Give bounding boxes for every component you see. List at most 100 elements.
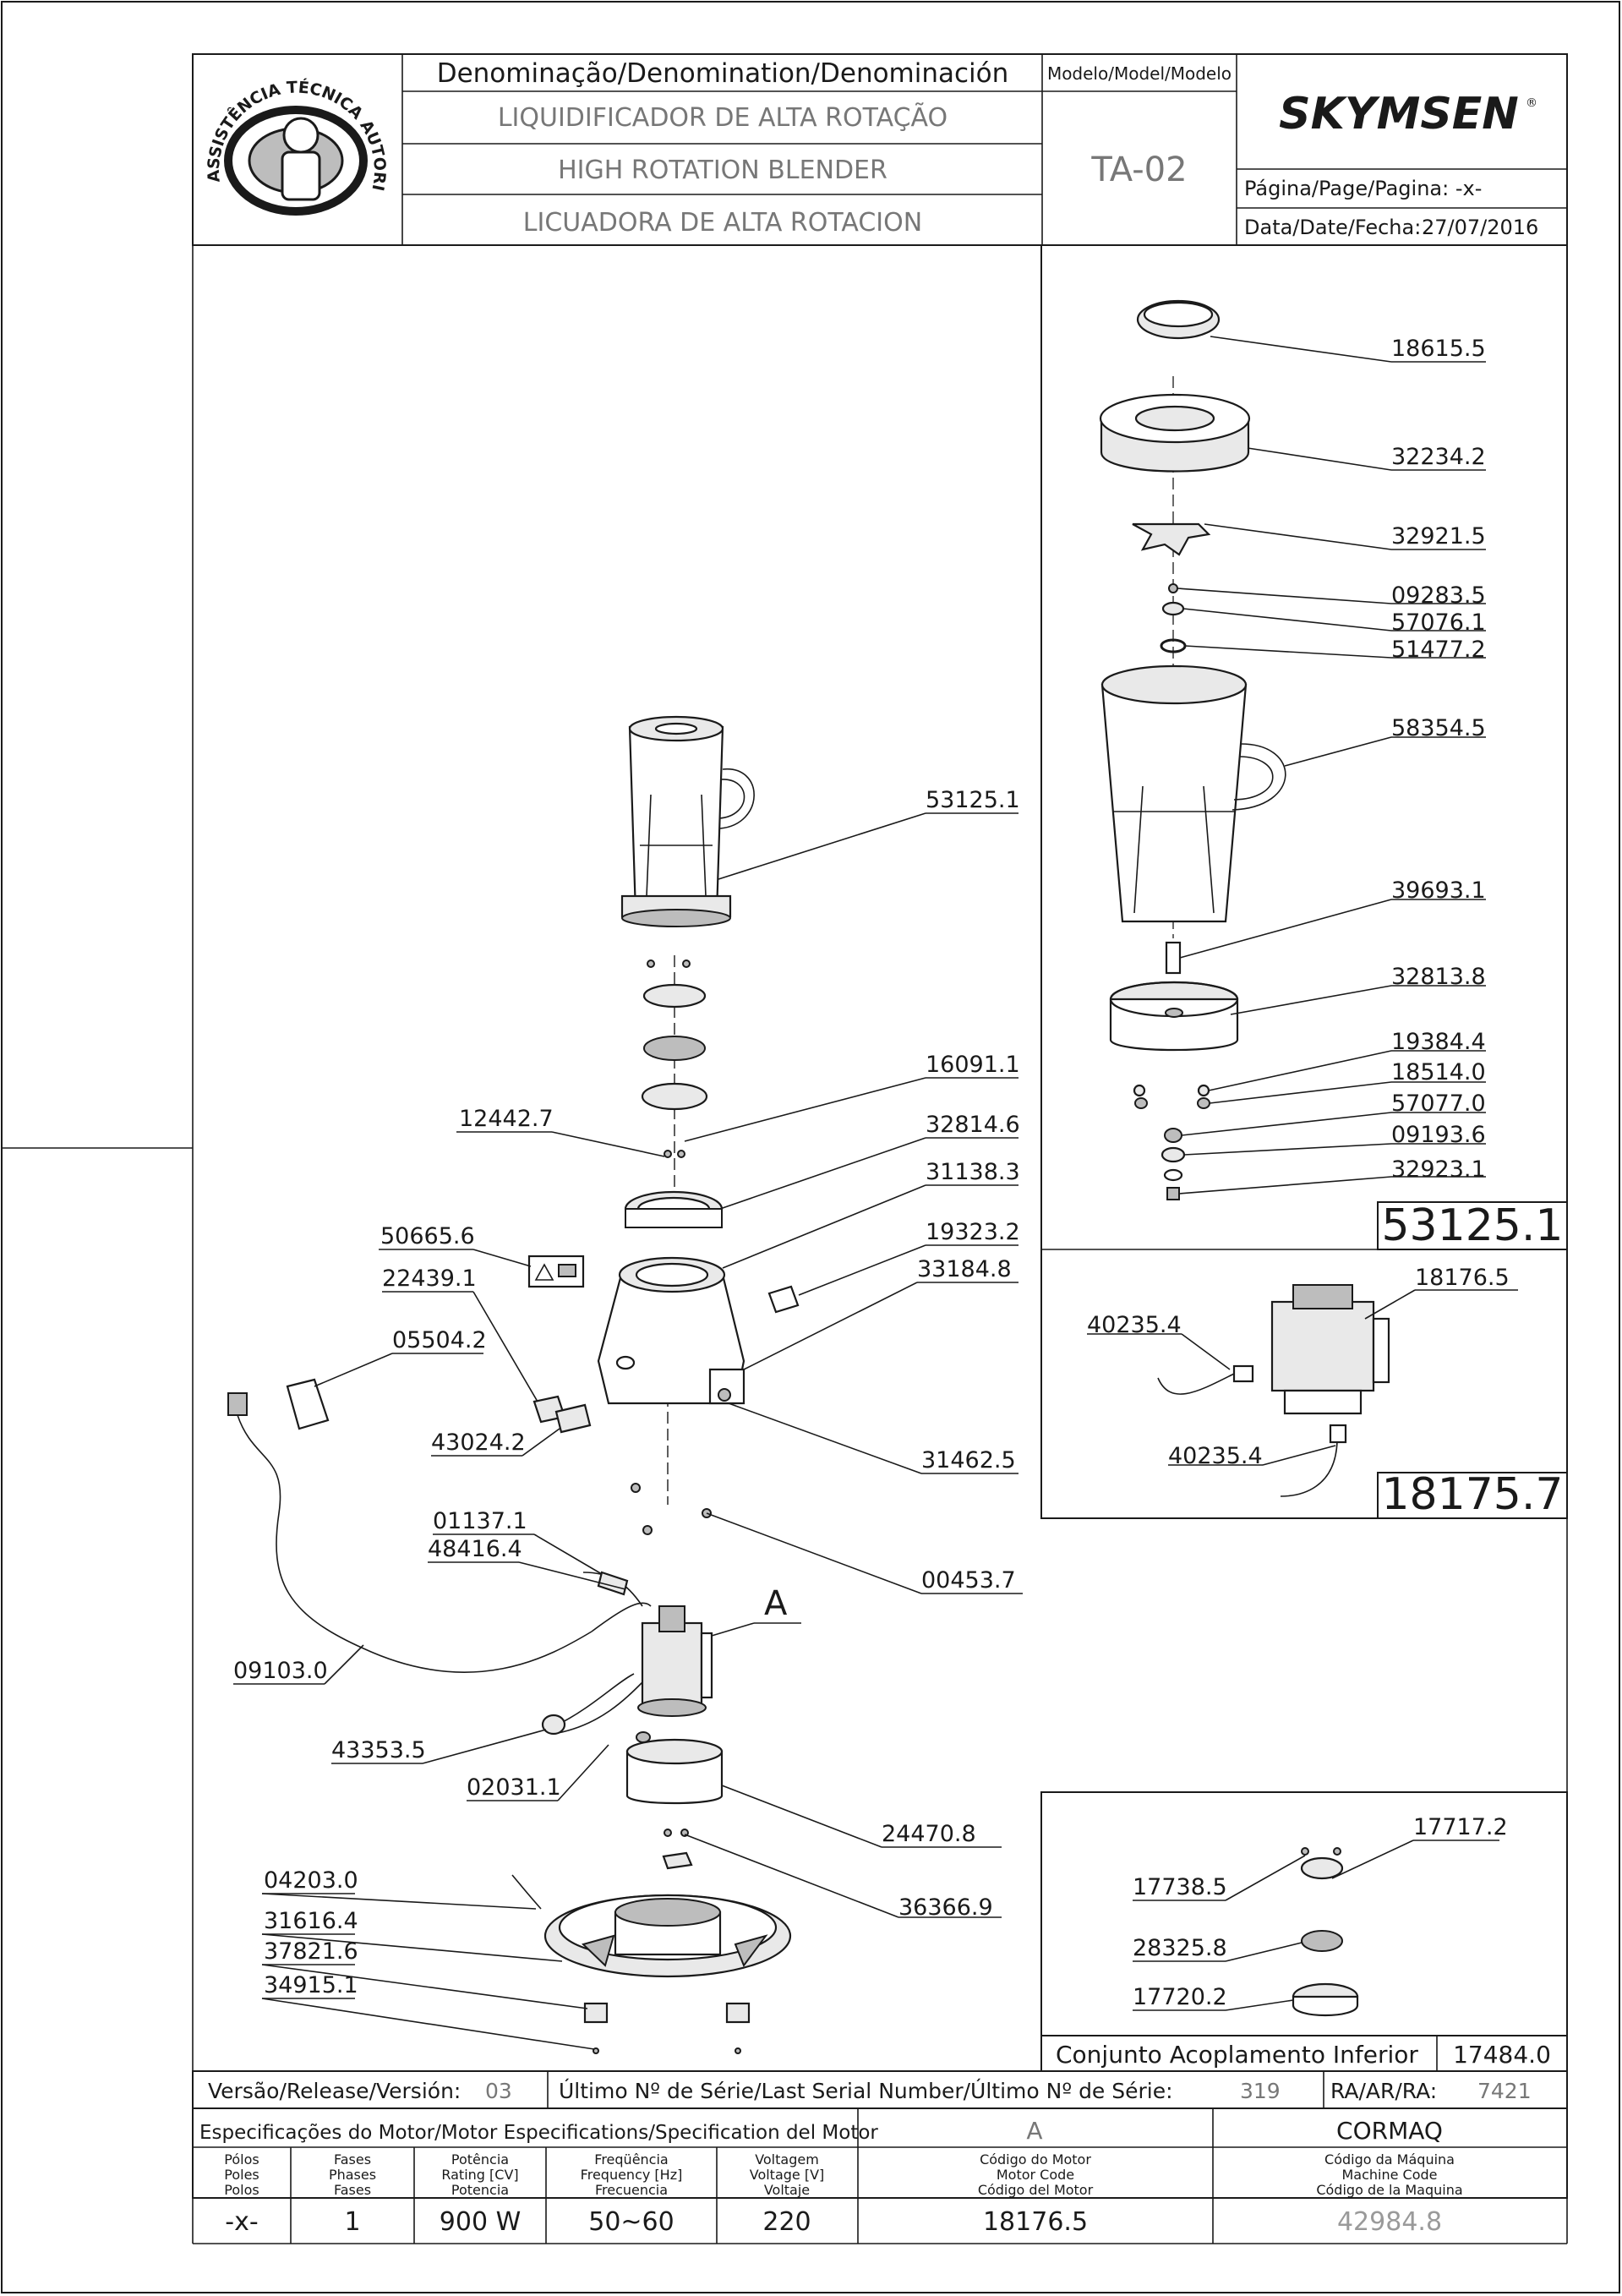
manufacturer: CORMAQ [1336,2117,1443,2145]
callout-36366-9: 36366.9 [898,1894,993,1921]
spec-value: 900 W [440,2207,521,2237]
spec-header-line: Potência [451,2151,509,2168]
coupling-callout-1: 17717.2 [1413,1814,1508,1840]
coupling-callout-4: 17720.2 [1133,1984,1227,2010]
callout-34915-1: 34915.1 [264,1972,358,1998]
jar-callout-4: 09283.5 [1391,582,1486,609]
coupling-code: 17484.0 [1453,2041,1551,2069]
page-label: Página/Page/Pagina: -x- [1244,177,1482,200]
callout-53125-1: 53125.1 [926,787,1020,813]
coupling-detail-drawing [1292,1847,1359,2017]
spec-header-line: Frecuencia [595,2182,668,2198]
spec-header-line: Rating [CV] [441,2167,518,2183]
jar-callout-14: 32923.1 [1391,1156,1486,1183]
name-pt: LIQUIDIFICADOR DE ALTA ROTAÇÃO [498,102,948,133]
spec-header-line: Phases [329,2167,376,2183]
callout-22439-1: 22439.1 [382,1266,477,1292]
date-value: 27/07/2016 [1422,216,1538,239]
coupling-title: Conjunto Acoplamento Inferior [1056,2041,1418,2069]
svg-text:SKYMSEN: SKYMSEN [1279,89,1519,139]
spec-header-line: Freqüência [594,2151,668,2168]
callout-50665-6: 50665.6 [380,1223,475,1249]
spec-header-line: Voltagem [755,2151,819,2168]
spec-header-line: Machine Code [1341,2167,1437,2183]
svg-text:®: ® [1526,96,1537,110]
release-row: Versão/Release/Versión: 03 Último Nº de … [192,2070,1568,2109]
spec-value: 18176.5 [983,2207,1088,2237]
jar-callout-9: 32813.8 [1391,964,1486,990]
spec-value: 1 [344,2207,360,2237]
serial-label: Último Nº de Série/Last Serial Number/Úl… [559,2078,1173,2103]
spec-header-line: Motor Code [997,2167,1074,2183]
spec-value: 220 [762,2207,811,2237]
jar-assembly-code: 53125.1 [1381,1200,1563,1251]
motor-callout-2: 40235.4 [1087,1312,1182,1338]
ra-value: 7421 [1477,2079,1532,2103]
skymsen-logo: SKYMSEN ® [1279,89,1537,139]
jar-callout-8: 39693.1 [1391,877,1486,904]
spec-header-line: Código da Máquina [1324,2151,1455,2168]
spec-header-line: Código de la Maquina [1316,2182,1462,2198]
blender-base [543,1894,792,1978]
callout-37821-6: 37821.6 [264,1938,358,1965]
ra-label: RA/AR/RA: [1330,2079,1437,2103]
coupling-callout-2: 17738.5 [1133,1874,1227,1900]
jar-callout-10: 19384.4 [1391,1029,1486,1055]
main-exploded-view [227,715,800,2054]
callout-32814-6: 32814.6 [926,1112,1020,1138]
callout-33184-8: 33184.8 [917,1256,1012,1282]
jar-callout-6: 51477.2 [1391,637,1486,663]
jar-callout-1: 18615.5 [1391,336,1486,362]
spec-header-line: Potencia [451,2182,509,2198]
motor-a [637,1605,713,1717]
jar-callout-5: 57076.1 [1391,610,1486,636]
motor-detail-drawing [1157,1284,1390,1497]
jar-callout-3: 32921.5 [1391,523,1486,549]
jar-callouts: 18615.5 32234.2 32921.5 09283.5 57076.1 … [1177,336,1486,1194]
title-block: ASSISTÊNCIA TÉCNICA AUTORIZADA Denominaç… [0,0,1568,246]
callout-16091-1: 16091.1 [926,1052,1020,1078]
callout-09103-0: 09103.0 [233,1658,328,1684]
coupling-callouts: 17717.2 17738.5 28325.8 17720.2 [1133,1814,1508,2011]
power-cord [227,1378,593,1673]
motor-assembly-box [1377,1472,1568,1519]
spec-header-line: Poles [224,2167,259,2183]
version-label: Versão/Release/Versión: [208,2079,461,2103]
motor-letter: A [1026,2117,1042,2145]
spec-value: 42984.8 [1337,2207,1442,2237]
model-label: Modelo/Model/Modelo [1047,63,1232,84]
callout-19323-2: 19323.2 [926,1219,1020,1245]
main-callouts: 53125.1 16091.1 12442.7 32814.6 31138.3 … [233,787,1023,2050]
callout-31138-3: 31138.3 [926,1159,1020,1185]
version-value: 03 [485,2079,512,2103]
motor-spec-title: Especificações do Motor/Motor Especifica… [199,2122,878,2144]
spec-header-line: Código do Motor [980,2151,1091,2168]
motor-spec-table: Especificações do Motor/Motor Especifica… [192,2107,1568,2244]
spec-header-line: Fases [334,2182,371,2198]
spec-header-line: Voltage [V] [750,2167,825,2183]
callout-12442-7: 12442.7 [459,1106,554,1132]
callout-05504-2: 05504.2 [392,1327,487,1353]
jar-callout-2: 32234.2 [1391,444,1486,470]
spec-header-line: Polos [224,2182,259,2198]
spec-header-line: Frequency [Hz] [581,2167,683,2183]
name-es: LICUADORA DE ALTA ROTACION [523,208,922,238]
blender-jar [620,715,755,927]
jar-callout-7: 58354.5 [1391,715,1486,741]
callout-48416-4: 48416.4 [428,1536,522,1562]
spec-header-line: Pólos [224,2151,259,2168]
authorized-service-stamp: ASSISTÊNCIA TÉCNICA AUTORIZADA [0,0,389,216]
callout-00453-7: 00453.7 [921,1567,1016,1594]
jar-detail-panel [1040,244,1568,1519]
jar-assembly-box [1377,1201,1568,1250]
jar-detail-drawing [1099,299,1286,1200]
name-en: HIGH ROTATION BLENDER [558,156,887,185]
denomination-label: Denominação/Denomination/Denominación [437,58,1009,89]
motor-callout-1: 18176.5 [1415,1265,1510,1291]
main-housing [597,1256,745,1405]
serial-value: 319 [1240,2079,1281,2103]
callout-43024-2: 43024.2 [431,1430,526,1456]
motor-cover-ring [625,1738,724,1805]
